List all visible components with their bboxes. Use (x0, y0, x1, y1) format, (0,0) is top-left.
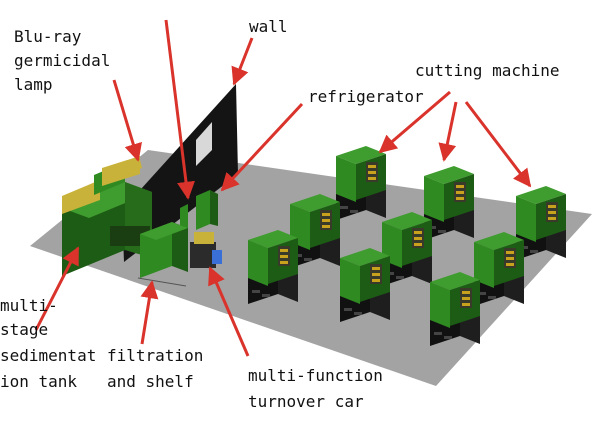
cutting-machine-1 (336, 146, 386, 220)
label-turnover-2: turnover car (248, 392, 364, 411)
cutting-machine-8 (340, 248, 390, 322)
arrow-cutting-2 (438, 101, 458, 162)
label-turnover-1: multi-function (248, 366, 383, 385)
arrow-cutting-3 (464, 101, 532, 188)
filtration-and-shelf (137, 222, 188, 287)
arrow-turnover (208, 266, 250, 357)
label-lamp-3: lamp (14, 75, 53, 94)
label-wall: wall (249, 17, 288, 36)
label-tank-1: multi- (0, 296, 58, 315)
label-tank-3: sedimentat (0, 346, 97, 365)
label-refrigerator: refrigerator (308, 87, 424, 106)
arrow-cutting-1 (378, 90, 451, 154)
label-tank-4: ion tank (0, 372, 78, 391)
pointer-arrows (34, 19, 532, 357)
label-filtration-2: and shelf (107, 372, 194, 391)
label-cutting-machine: cutting machine (415, 61, 560, 80)
label-filtration-1: filtration (107, 346, 204, 365)
label-tank-2: stage (0, 320, 49, 339)
cutting-machine-7 (248, 230, 298, 304)
label-lamp-1: Blu-ray (14, 27, 82, 46)
arrow-lamp (112, 79, 142, 162)
arrow-filtration (140, 280, 159, 345)
label-lamp-2: germicidal (14, 51, 111, 70)
arrow-refrigerator (220, 102, 304, 192)
arrow-wall (231, 37, 254, 86)
cutting-machine-9 (430, 272, 480, 346)
blu-ray-germicidal-lamp (120, 160, 142, 176)
arrow-lamp-2 (164, 19, 195, 200)
cutting-machine-6 (474, 232, 524, 306)
arrow-tank (34, 246, 80, 331)
multi-function-turnover-car (190, 232, 222, 268)
